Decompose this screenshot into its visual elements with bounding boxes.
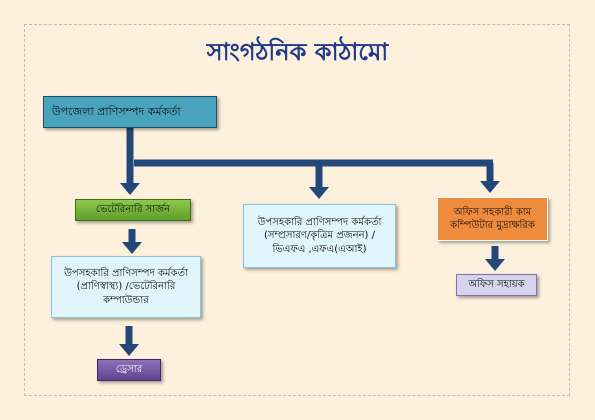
arrowhead-office — [480, 181, 500, 193]
arrowhead-assistant-left — [122, 242, 142, 254]
arrowhead-middle — [309, 187, 329, 199]
arrowhead-vet — [120, 183, 140, 195]
arrowhead-office-helper — [485, 259, 505, 271]
arrowhead-dresser — [119, 344, 139, 356]
node-assistant-health: উপসহকারি প্রাণিসম্পদ কর্মকর্তা (প্রাণিস্… — [51, 256, 201, 318]
diagram-frame — [24, 24, 570, 396]
node-upazila-livestock-officer: উপজেলা প্রাণিসম্পদ কর্মকর্তা — [43, 96, 217, 128]
page-title: সাংগঠনিক কাঠামো — [206, 37, 389, 66]
node-office-helper: অফিস সহায়ক — [456, 274, 537, 296]
node-dresser: ড্রেসার — [97, 359, 161, 381]
node-assistant-extension: উপসহকারি প্রাণিসম্পদ কর্মকর্তা (সম্প্রসা… — [243, 204, 396, 268]
node-veterinary-surgeon: ভেটেরিনারি সার্জন — [75, 199, 191, 221]
node-office-assistant-typist: অফিস সহকারী কাম কম্পিউটার মুদ্রাক্ষরিক — [437, 197, 548, 241]
